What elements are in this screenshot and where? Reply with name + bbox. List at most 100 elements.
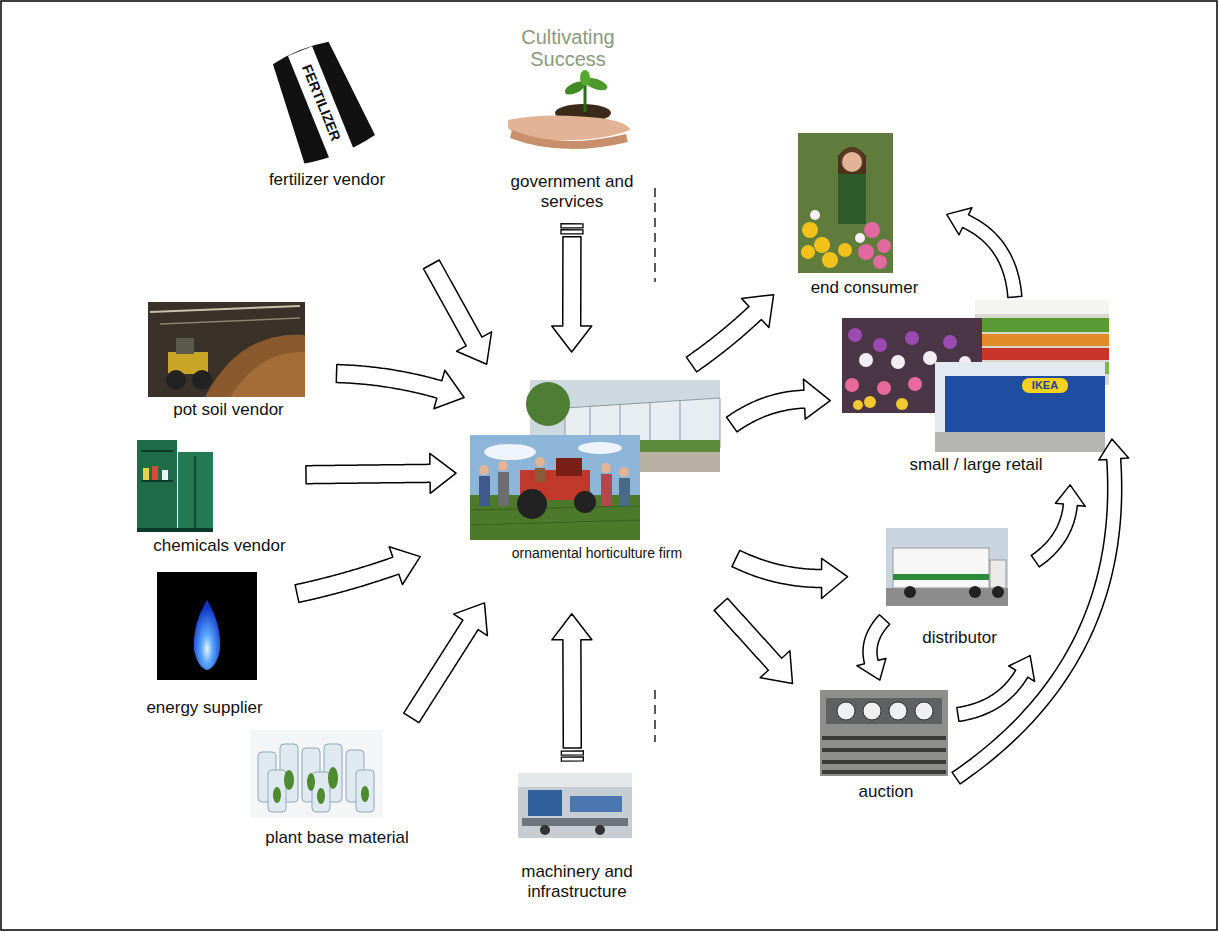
farmers-tractor-picture-part — [498, 472, 509, 506]
flow-arrow — [295, 547, 420, 603]
truck-picture-part — [893, 548, 989, 588]
flow-arrow — [336, 365, 464, 409]
picture-part-part — [896, 398, 908, 410]
pot-soil-picture-part — [230, 352, 305, 397]
picture-part — [853, 396, 908, 410]
picture-part-part — [905, 331, 919, 345]
picture-part — [801, 222, 852, 268]
block-arrow — [686, 295, 773, 372]
picture-part-part — [479, 465, 489, 475]
picture-part-part — [873, 338, 887, 352]
picture-part-part — [802, 222, 818, 238]
picture-part-part — [822, 760, 946, 764]
farmers-tractor-picture-part — [517, 489, 547, 519]
node-caption: small / large retail — [838, 455, 1114, 475]
farmers-tractor-picture-part — [470, 495, 640, 540]
auction-hall-picture — [820, 690, 948, 776]
fertilizer-bag-picture-part — [288, 46, 354, 160]
picture-part-part — [873, 255, 887, 269]
picture-part-part — [848, 328, 862, 342]
end-consumer-picture-part — [838, 147, 866, 176]
flow-arrow — [947, 208, 1022, 298]
pot-soil-picture — [148, 302, 305, 397]
hands-seedling-picture-part — [580, 70, 590, 86]
auction-hall-picture-part — [826, 698, 942, 724]
actor-node: plant base material — [240, 728, 434, 852]
node-caption: energy supplier — [135, 698, 274, 718]
supermarket-picture-part — [975, 318, 1109, 332]
hands-seedling-picture-part — [510, 130, 628, 149]
farmers-tractor-picture — [470, 435, 640, 540]
picture-part-part — [845, 378, 859, 392]
picture-part-part — [864, 222, 880, 238]
picture-part — [837, 702, 933, 720]
picture-part-part — [855, 233, 865, 243]
end-consumer-picture-part — [798, 133, 893, 273]
block-arrow — [295, 547, 420, 603]
picture-part-part — [822, 736, 946, 740]
gas-flame-picture-part — [194, 600, 220, 670]
actor-node: auction — [818, 688, 954, 806]
actor-node: distributor — [885, 526, 1034, 652]
fertilizer-bag-picture — [264, 36, 377, 169]
chemical-cabinet-picture-part — [143, 468, 149, 480]
picture-part-part — [822, 770, 946, 774]
chemical-cabinet-picture — [137, 440, 213, 532]
truck-picture-part — [992, 586, 1004, 598]
greenhouse-picture-part — [526, 382, 570, 426]
furniture-store-picture — [935, 362, 1105, 452]
farmers-tractor-picture-part — [556, 458, 582, 476]
picture-part-part — [822, 252, 838, 268]
divider-lines-part — [654, 188, 655, 282]
flow-arrow — [732, 550, 848, 598]
end-consumer-picture-part — [838, 174, 866, 224]
arrow-tail-bar — [561, 224, 583, 228]
picture-part — [822, 738, 946, 772]
actor-node: energy supplier — [135, 570, 274, 722]
machinery-picture-part — [522, 818, 628, 826]
flow-arrow — [714, 598, 792, 683]
furniture-store-picture-part — [935, 432, 1105, 452]
picture-part-part — [908, 377, 922, 391]
picture-part-part — [356, 770, 374, 812]
picture-part-part — [853, 400, 863, 410]
picture-part-part — [864, 396, 876, 408]
divider-lines-part — [654, 690, 655, 742]
slogan-text: Cultivating Success — [506, 26, 631, 70]
picture-part-part — [923, 351, 937, 365]
picture-part-part — [837, 702, 855, 720]
arrow-tail-bar — [561, 230, 583, 234]
flow-arrow — [306, 453, 456, 493]
furniture-store-picture-part — [1022, 378, 1068, 393]
furniture-store-picture-part — [935, 362, 1105, 452]
actor-node: end consumer — [795, 130, 934, 302]
chemical-cabinet-picture-part — [162, 470, 168, 480]
flow-arrow — [404, 603, 488, 723]
actor-node: government and services — [505, 22, 639, 217]
picture-part-part — [312, 772, 330, 812]
actor-node: small / large retail — [838, 300, 1114, 479]
auction-hall-picture-part — [820, 690, 948, 776]
picture-part-part — [891, 355, 905, 369]
truck-picture-part — [886, 528, 1008, 606]
node-caption: end consumer — [795, 278, 934, 298]
block-arrow — [714, 598, 792, 683]
block-arrow — [404, 603, 488, 723]
flow-arrow — [727, 379, 831, 432]
arrow-tail-bar — [561, 757, 583, 761]
pot-soil-picture-part — [176, 338, 194, 354]
arrow-tail-bar — [561, 751, 583, 755]
node-caption: government and services — [505, 172, 639, 213]
machinery-picture-part — [595, 825, 605, 835]
picture-part-part — [284, 770, 294, 790]
furniture-store-picture-part — [945, 376, 1105, 432]
picture-part-part — [858, 244, 874, 260]
machinery-picture — [518, 773, 632, 838]
picture-part — [848, 328, 957, 352]
flow-arrow — [857, 615, 890, 680]
plant-tissue-culture-picture — [250, 730, 383, 818]
picture-part-part — [877, 239, 891, 253]
flow-arrow — [952, 439, 1129, 784]
